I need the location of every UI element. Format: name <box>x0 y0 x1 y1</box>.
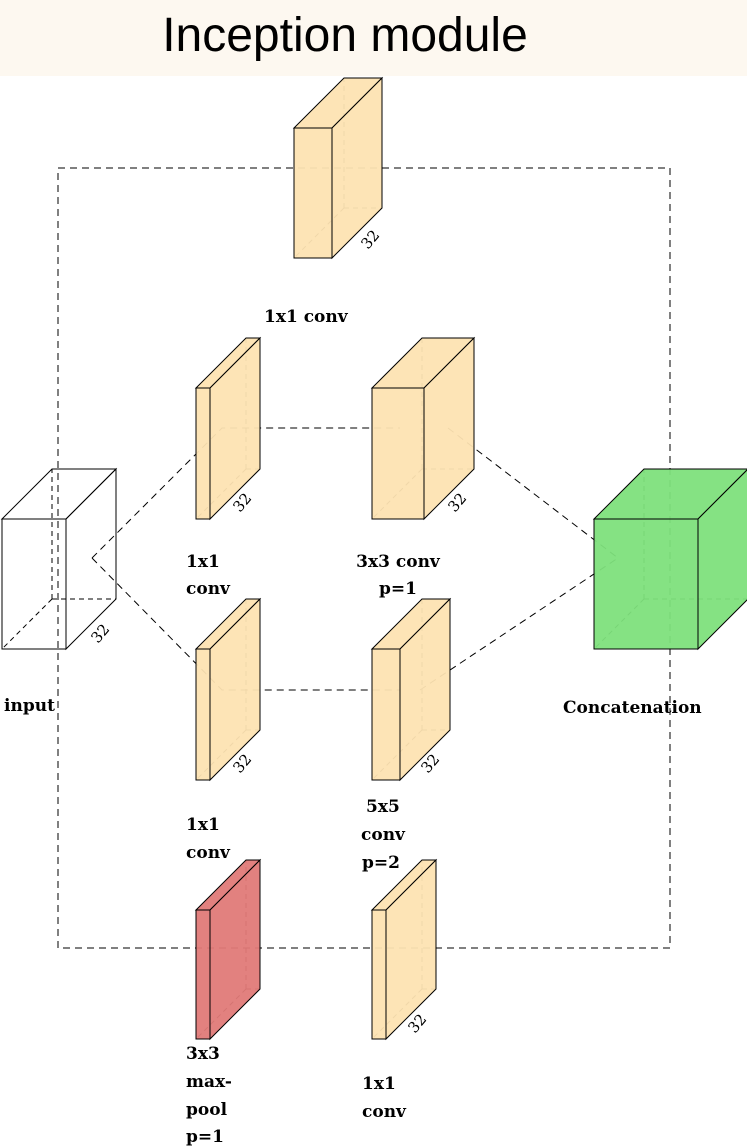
branch2-conv-label-3: p=2 <box>362 853 400 873</box>
input-block <box>0 467 118 651</box>
branch1-reduce-block <box>194 336 262 521</box>
diagram-title: Inception module <box>162 9 528 62</box>
branch2-reduce-label-1: 1x1 <box>186 815 220 835</box>
outer-loop-connection <box>57 167 671 949</box>
top-conv-depth: 32 <box>357 226 383 252</box>
pool-proj-label-1: 1x1 <box>362 1074 396 1094</box>
branch2-reduce-block <box>194 597 262 782</box>
branch2-connection <box>91 557 619 691</box>
pool-label-2: max- <box>186 1072 232 1092</box>
input-label: input <box>4 696 55 716</box>
pool-label-1: 3x3 <box>186 1044 220 1064</box>
concat-block <box>592 468 747 651</box>
pool-block <box>194 858 262 1041</box>
pool-proj-label-2: conv <box>362 1102 407 1122</box>
title-bar <box>0 0 747 76</box>
branch2-conv-label-2: conv <box>361 825 406 845</box>
pool-label-3: pool <box>186 1100 228 1120</box>
branch2-conv-block <box>370 597 452 782</box>
branch1-connection <box>91 427 619 559</box>
branch1-conv-label-1: 3x3 conv <box>356 552 441 572</box>
branch1-conv-block <box>370 336 476 521</box>
pool-proj-block <box>370 858 438 1041</box>
branch2-reduce-label-2: conv <box>186 843 231 863</box>
branch2-conv-label-1: 5x5 <box>366 797 400 817</box>
concat-label: Concatenation <box>563 698 702 718</box>
branch1-reduce-label-1: 1x1 <box>186 552 220 572</box>
top-conv-block <box>292 76 384 260</box>
branch1-reduce-label-2: conv <box>186 579 231 599</box>
pool-label-4: p=1 <box>186 1127 224 1146</box>
branch1-conv-label-2: p=1 <box>379 579 417 599</box>
blocks-layer <box>0 76 747 1041</box>
top-conv-label: 1x1 conv <box>264 307 349 327</box>
